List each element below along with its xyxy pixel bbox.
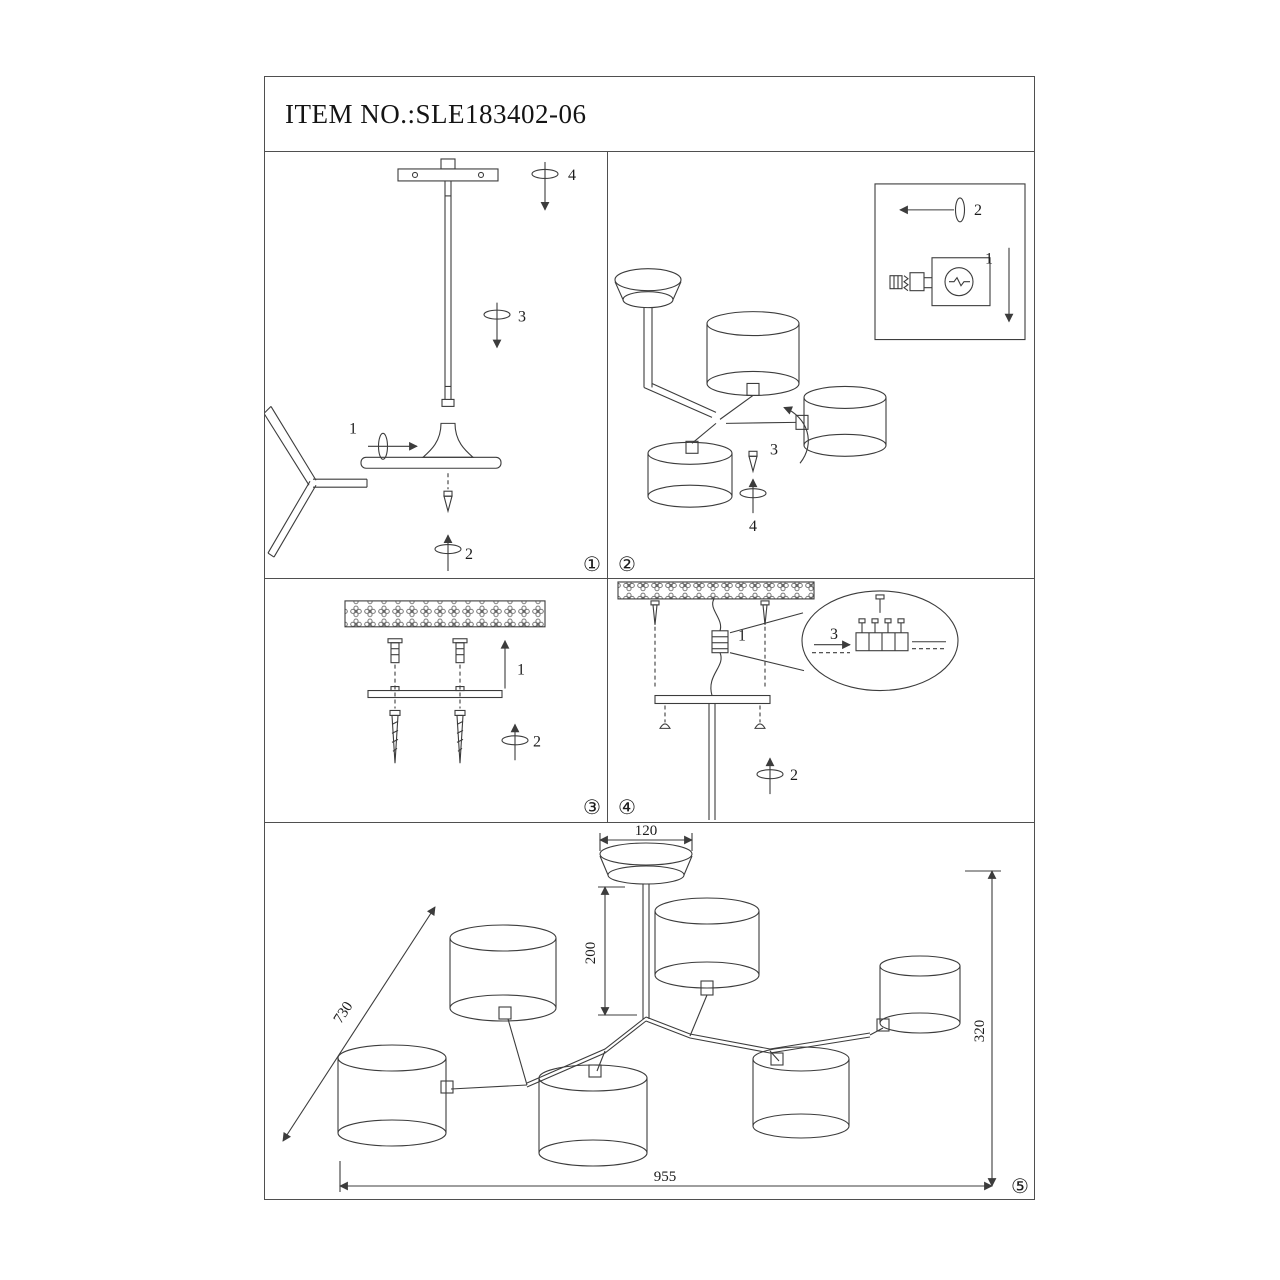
rotate-symbol-2 bbox=[434, 534, 462, 572]
rotate-symbol-3 bbox=[483, 302, 511, 349]
callout-1: 1 bbox=[985, 251, 993, 268]
hanging-screw-left bbox=[650, 600, 660, 689]
wall-anchor-right bbox=[452, 638, 468, 664]
rotate-symbol-2 bbox=[501, 723, 529, 761]
dimension-200 bbox=[598, 886, 637, 1016]
dim-label-120: 120 bbox=[635, 823, 658, 839]
shade-right bbox=[803, 385, 887, 457]
zoom-line bbox=[729, 652, 805, 672]
screw-right bbox=[454, 709, 466, 764]
shade-right-upper bbox=[879, 955, 961, 1034]
callout-2: 2 bbox=[465, 546, 473, 563]
row-step-5: 120 200 730 320 955 ⑤ bbox=[265, 823, 1034, 1199]
step-badge-2: ② bbox=[618, 554, 636, 576]
dim-label-955: 955 bbox=[654, 1169, 677, 1185]
callout-3: 3 bbox=[518, 309, 526, 326]
step1-drawing: 1 2 3 4 ① bbox=[265, 158, 601, 576]
callout-4: 4 bbox=[568, 167, 576, 184]
center-rod bbox=[642, 884, 650, 1019]
rotate-symbol-bulb bbox=[899, 197, 966, 223]
step-badge-5: ⑤ bbox=[1011, 1176, 1029, 1198]
step-badge-3: ③ bbox=[583, 797, 601, 819]
panel-step-2: 1 2 3 4 ② bbox=[608, 152, 1034, 578]
step2-drawing: 1 2 3 4 ② bbox=[614, 183, 1026, 576]
terminal-inset bbox=[801, 590, 959, 692]
step-badge-4: ④ bbox=[618, 797, 636, 819]
branch-arm bbox=[265, 406, 368, 558]
rotate-symbol-2 bbox=[756, 757, 784, 795]
callout-3: 3 bbox=[770, 441, 778, 458]
shade-left bbox=[337, 1044, 447, 1147]
arm-fork bbox=[685, 382, 809, 454]
wire-and-terminal bbox=[710, 598, 729, 696]
cap-screw-left bbox=[659, 705, 671, 729]
dimension-120 bbox=[599, 833, 693, 851]
shade-right-lower bbox=[752, 1046, 850, 1139]
dimension-955 bbox=[339, 1161, 993, 1192]
down-rod bbox=[441, 180, 455, 407]
ceiling-cup bbox=[599, 842, 693, 885]
cap-screw-right bbox=[754, 705, 766, 729]
callout-1: 1 bbox=[738, 628, 746, 645]
dim-label-320: 320 bbox=[972, 1020, 988, 1043]
step4-drawing: 1 2 3 ④ bbox=[617, 581, 959, 821]
rotate-symbol-1 bbox=[368, 432, 418, 460]
shade-upper-left bbox=[449, 924, 557, 1022]
step5-drawing: 120 200 730 320 955 ⑤ bbox=[282, 823, 1029, 1198]
shade-top bbox=[706, 311, 800, 396]
panel-step-1: 1 2 3 4 ① bbox=[265, 152, 608, 578]
mounting-bar bbox=[367, 686, 503, 699]
row-steps-3-4: 1 2 ③ bbox=[265, 579, 1034, 823]
item-number-text: ITEM NO.:SLE183402-06 bbox=[285, 98, 587, 129]
mounting-bar bbox=[397, 158, 499, 182]
rotate-symbol-4 bbox=[531, 161, 559, 211]
wall-anchor-left bbox=[387, 638, 403, 664]
shade-bottom-center bbox=[538, 1064, 648, 1167]
callout-2: 2 bbox=[790, 767, 798, 784]
item-number-header: ITEM NO.:SLE183402-06 bbox=[265, 77, 1034, 152]
step3-drawing: 1 2 ③ bbox=[344, 600, 601, 819]
step-badge-1: ① bbox=[583, 554, 601, 576]
callout-2: 2 bbox=[974, 202, 982, 219]
panel-step-3: 1 2 ③ bbox=[265, 579, 608, 822]
canopy bbox=[654, 694, 771, 821]
dimension-730 bbox=[282, 906, 436, 1142]
stem bbox=[643, 307, 717, 418]
dim-label-200: 200 bbox=[583, 942, 599, 965]
sheet-frame: ITEM NO.:SLE183402-06 bbox=[264, 76, 1035, 1200]
bulb-inset-box bbox=[874, 183, 1026, 341]
callout-3: 3 bbox=[830, 626, 838, 643]
shade-top-center bbox=[654, 897, 760, 989]
row-steps-1-2: 1 2 3 4 ① bbox=[265, 152, 1034, 579]
panel-step-5: 120 200 730 320 955 ⑤ bbox=[265, 823, 1034, 1199]
hanging-screw-right bbox=[760, 600, 770, 689]
callout-4: 4 bbox=[749, 518, 757, 535]
callout-2: 2 bbox=[533, 733, 541, 750]
dim-label-730: 730 bbox=[331, 999, 357, 1027]
zoom-line bbox=[729, 612, 804, 634]
curved-arrow-3 bbox=[783, 406, 809, 464]
callout-1: 1 bbox=[349, 420, 357, 437]
crystal-strip bbox=[617, 581, 815, 600]
center-hub bbox=[360, 422, 502, 490]
locking-screw bbox=[443, 490, 453, 514]
arms bbox=[440, 980, 890, 1094]
bulb-detail bbox=[889, 257, 991, 307]
callout-1: 1 bbox=[517, 662, 525, 679]
dimension-320 bbox=[965, 870, 1001, 1187]
shade-bottom-left bbox=[647, 441, 733, 508]
screw-and-rotate-4 bbox=[739, 450, 767, 514]
ceiling-cup bbox=[614, 268, 682, 309]
screw-left bbox=[389, 709, 401, 764]
panel-step-4: 1 2 3 ④ bbox=[608, 579, 1034, 822]
crystal-strip bbox=[344, 600, 546, 628]
